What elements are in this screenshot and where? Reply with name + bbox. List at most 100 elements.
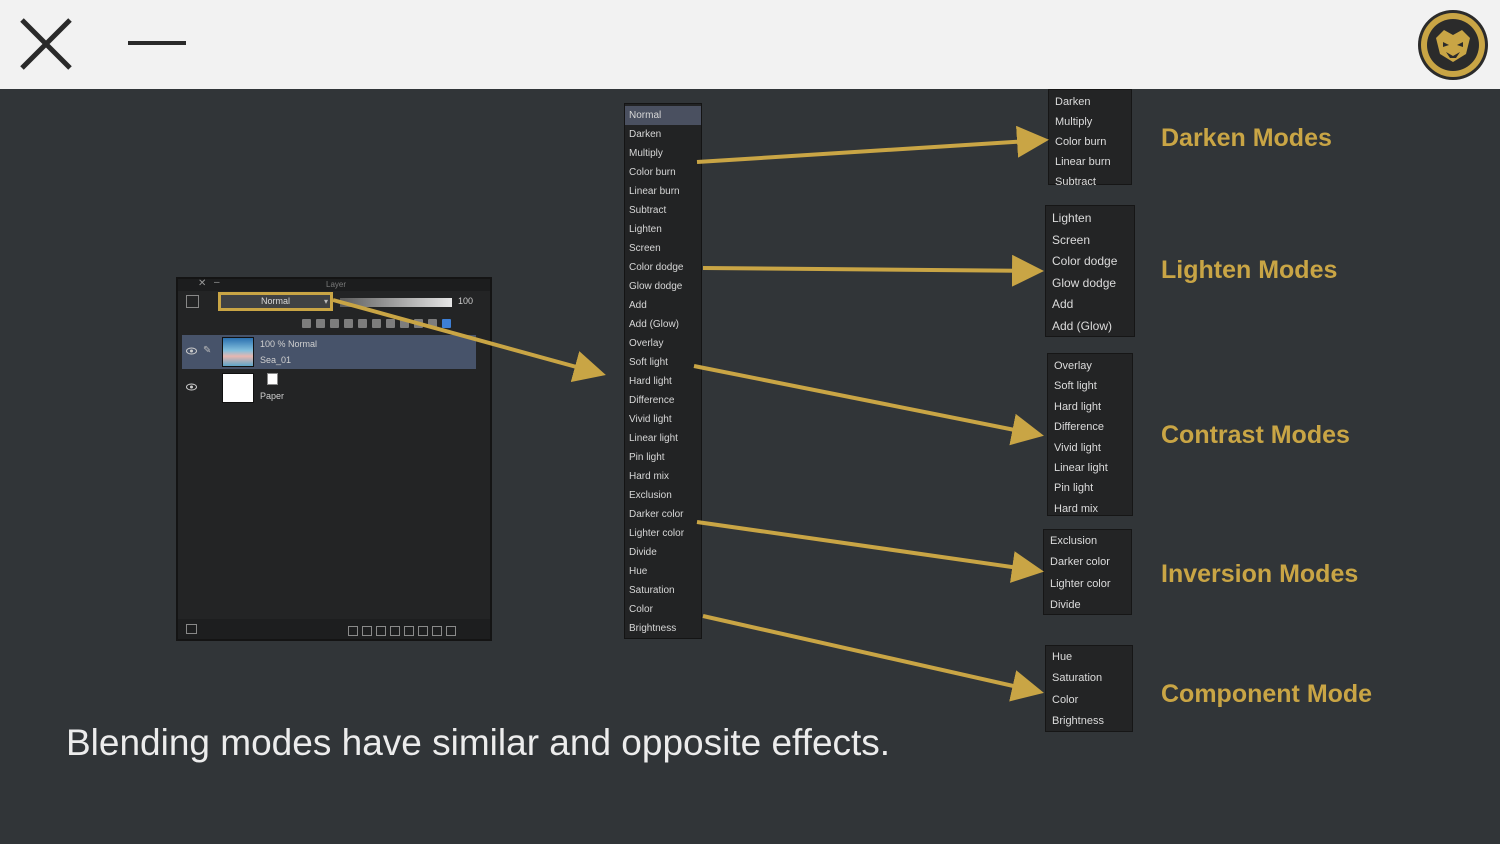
layer-panel-titlebar: ✕ – Layer [178,277,490,291]
lighten-mode-option[interactable]: Add (Glow) [1052,318,1113,333]
blend-mode-option[interactable]: Hard mix [629,471,670,482]
arrow-to-darken [696,125,1049,164]
layer-checkbox[interactable] [186,295,199,308]
component-mode-option[interactable]: Brightness [1052,714,1104,727]
layer-name: Paper [260,391,285,401]
blend-mode-option[interactable]: Normal [625,106,701,125]
arrow-to-contrast [693,364,1044,446]
lighten-mode-option[interactable]: Screen [1052,232,1091,247]
contrast-mode-option[interactable]: Hard mix [1054,502,1099,515]
blend-mode-option[interactable]: Darker color [629,509,684,520]
contrast-mode-option[interactable]: Soft light [1054,380,1097,393]
layer-row-sea[interactable]: ✎ 100 % Normal Sea_01 [182,335,476,369]
blend-mode-option[interactable]: Pin light [629,452,665,463]
layer-tool-icon[interactable] [386,319,395,328]
blend-mode-option[interactable]: Linear light [629,433,678,444]
opacity-slider[interactable] [340,298,452,307]
combine-icon[interactable] [404,626,414,636]
contrast-mode-option[interactable]: Pin light [1054,482,1094,495]
layer-row-paper[interactable]: Paper [182,371,476,405]
layer-tool-icon[interactable] [330,319,339,328]
new-layer-icon[interactable] [348,626,358,636]
close-icon[interactable] [18,16,74,72]
copy-icon[interactable] [390,626,400,636]
mask-icon[interactable] [418,626,428,636]
inversion-mode-option[interactable]: Darker color [1050,556,1110,569]
lock-icon[interactable] [344,319,353,328]
blend-mode-option[interactable]: Screen [629,243,661,254]
darken-mode-option[interactable]: Linear burn [1055,156,1111,168]
contrast-mode-option[interactable]: Overlay [1054,360,1092,372]
blend-mode-option[interactable]: Brightness [629,623,677,634]
layer-color-icon[interactable] [442,319,451,328]
blend-mode-option[interactable]: Color [629,604,653,615]
blend-mode-option[interactable]: Color burn [629,167,676,178]
panel-menu-icon[interactable] [186,624,197,634]
blend-mode-option[interactable]: Difference [629,395,675,406]
layer-tool-icon[interactable] [414,319,423,328]
opacity-value[interactable]: 100 [458,296,474,306]
component-mode-option[interactable]: Saturation [1052,672,1103,685]
arrow-to-inversion [696,520,1044,583]
inversion-mode-option[interactable]: Lighter color [1050,577,1111,590]
darken-mode-option[interactable]: Color burn [1055,136,1107,148]
darken-mode-option[interactable]: Darken [1055,96,1091,108]
darken-mode-option[interactable]: Multiply [1055,116,1093,128]
blend-mode-option[interactable]: Darken [629,129,662,140]
blend-mode-option[interactable]: Lighter color [629,528,685,539]
lighten-mode-option[interactable]: Add [1052,297,1074,311]
new-vector-layer-icon[interactable] [362,626,372,636]
blend-mode-option[interactable]: Add [629,300,647,311]
layer-tool-icon[interactable] [316,319,325,328]
blend-mode-option[interactable]: Add (Glow) [629,319,680,330]
blend-mode-option[interactable]: Exclusion [629,490,672,501]
blend-mode-option[interactable]: Saturation [629,585,675,596]
layer-tool-icon[interactable] [400,319,409,328]
lighten-mode-option[interactable]: Glow dodge [1052,275,1117,290]
blend-mode-option[interactable]: Overlay [629,338,664,349]
contrast-mode-option[interactable]: Linear light [1054,461,1108,474]
panel-close-icon[interactable]: ✕ [198,278,207,289]
blend-mode-option[interactable]: Linear burn [629,186,680,197]
inversion-modes-label: Inversion Modes [1161,560,1359,588]
eye-icon[interactable] [186,383,197,391]
trash-icon[interactable] [446,626,456,636]
blend-mode-option[interactable]: Glow dodge [629,281,683,292]
darken-mode-option[interactable]: Subtract [1055,176,1096,188]
blend-mode-option[interactable]: Lighten [629,224,662,235]
blend-mode-option[interactable]: Hue [629,566,648,577]
lighten-mode-option[interactable]: Lighten [1052,211,1092,225]
layer-tool-icon[interactable] [358,319,367,328]
logo-icon [1418,10,1488,80]
inversion-mode-option[interactable]: Divide [1050,598,1081,611]
blend-mode-option[interactable]: Hard light [629,376,672,387]
blend-mode-option[interactable]: Multiply [629,148,663,159]
blend-mode-select[interactable]: Normal ▾ [218,292,333,311]
layer-tool-icon[interactable] [428,319,437,328]
component-mode-option[interactable]: Color [1052,693,1079,706]
inversion-mode-option[interactable]: Exclusion [1050,535,1098,547]
blend-mode-option[interactable]: Divide [629,547,657,558]
blend-mode-option[interactable]: Vivid light [629,414,672,425]
layer-tool-icon[interactable] [302,319,311,328]
contrast-mode-option[interactable]: Hard light [1054,400,1102,413]
folder-icon[interactable] [376,626,386,636]
blend-mode-value: Normal [260,296,290,306]
contrast-mode-option[interactable]: Difference [1054,421,1104,434]
lighten-mode-option[interactable]: Color dodge [1052,254,1118,268]
layer-tool-icon[interactable] [372,319,381,328]
minimize-icon[interactable] [128,38,186,48]
blend-mode-option[interactable]: Subtract [629,205,667,216]
blend-mode-option[interactable]: Color dodge [629,262,684,273]
contrast-mode-option[interactable]: Vivid light [1054,441,1101,454]
eye-icon[interactable] [186,347,197,355]
component-mode-option[interactable]: Hue [1052,651,1073,663]
blend-mode-option[interactable]: Soft light [629,357,668,368]
panel-minimize-icon[interactable]: – [214,277,220,288]
apply-mask-icon[interactable] [432,626,442,636]
top-bar [0,0,1500,89]
